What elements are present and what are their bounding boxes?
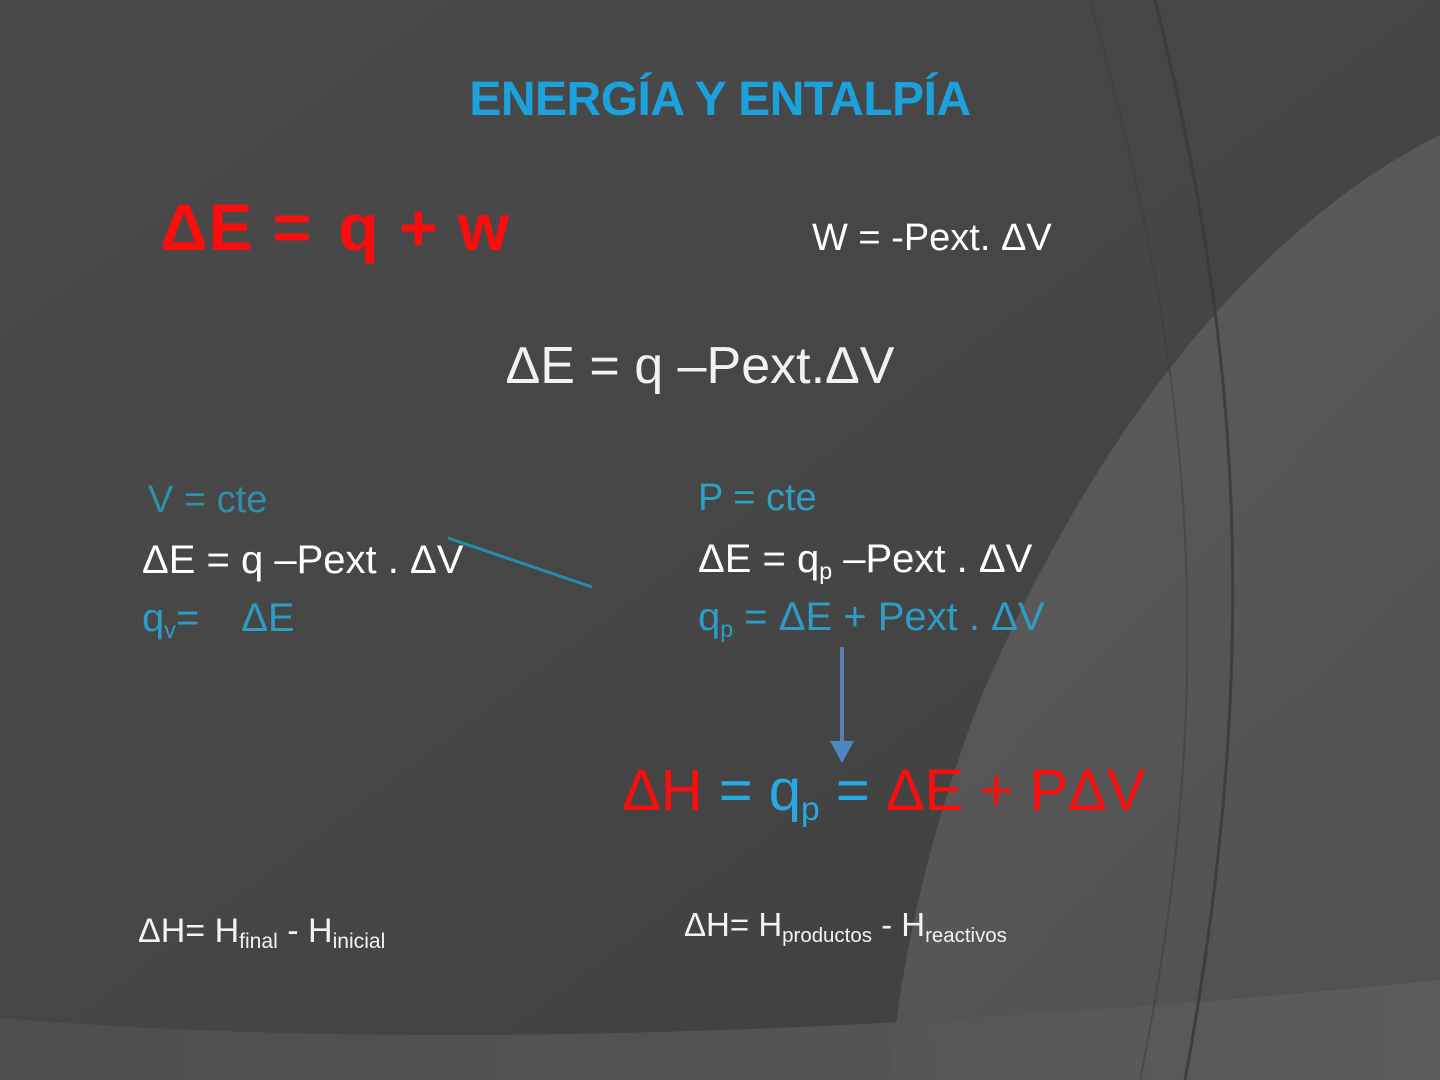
strikethrough-stroke	[447, 536, 593, 589]
footnote-left-prefix: ΔH= H	[138, 912, 240, 950]
equation-enthalpy-q-subscript: p	[801, 791, 820, 829]
left-column-result-equals: =	[175, 596, 200, 640]
page-title: ENERGÍA Y ENTALPÍA	[469, 73, 971, 126]
right-column-result-symbol: q	[698, 595, 721, 639]
right-column-result-subscript: p	[720, 615, 734, 642]
left-column-equation: ΔE = q –Pext . ΔV	[142, 540, 463, 580]
down-arrow-icon	[830, 647, 854, 763]
equation-enthalpy-final: ΔH = qp = ΔE + PΔV	[622, 762, 1145, 827]
right-column-equation-head: ΔE = q	[698, 537, 820, 581]
footnote-right-subscript-1: productos	[782, 923, 872, 947]
right-column-equation-subscript: p	[819, 557, 833, 584]
equation-enthalpy-equals-1: =	[718, 758, 753, 823]
footnote-reaction-definition: ΔH= Hproductos - Hreactivos	[684, 906, 1007, 945]
left-column-result-symbol: q	[142, 596, 165, 640]
footnote-right-middle: - H	[871, 906, 926, 943]
down-arrow-head	[830, 741, 854, 763]
equation-work: W = -Pext. ΔV	[812, 217, 1052, 259]
background-band-bottom	[0, 980, 1440, 1080]
left-column-result: qv= ΔE	[142, 596, 295, 642]
equation-first-law-rhs: q + w	[338, 190, 511, 264]
footnote-right-subscript-2: reactivos	[925, 923, 1007, 947]
footnote-left-subscript-1: final	[239, 929, 278, 953]
footnote-left-middle: - H	[277, 912, 333, 950]
equation-enthalpy-q-symbol: q	[752, 758, 801, 823]
footnote-right-prefix: ΔH= H	[684, 906, 783, 943]
background-arc-outer	[1153, 0, 1235, 1080]
equation-enthalpy-rhs: ΔE + PΔV	[869, 758, 1146, 823]
strikethrough-line	[447, 536, 593, 589]
equation-enthalpy-lhs: ΔH	[622, 758, 719, 823]
equation-combined: ΔE = q –Pext.ΔV	[505, 337, 895, 395]
right-column-equation: ΔE = qp –Pext . ΔV	[698, 537, 1033, 583]
background-arc-inner	[1089, 0, 1189, 1080]
right-column-condition: P = cte	[698, 477, 817, 519]
left-column-result-value: ΔE	[241, 596, 295, 640]
footnote-left-subscript-2: inicial	[332, 929, 386, 953]
equation-enthalpy-equals-2: =	[819, 758, 870, 823]
left-column-condition: V = cte	[148, 479, 268, 521]
right-column-equation-tail: –Pext . ΔV	[832, 537, 1033, 581]
footnote-state-definition: ΔH= Hfinal - Hinicial	[138, 912, 385, 952]
equation-first-law-lhs: ΔE =	[160, 190, 313, 264]
left-column-equation-prefix: ΔE = q –Pext .	[142, 538, 410, 582]
left-column-result-subscript: v	[164, 616, 176, 643]
equation-first-law: ΔE =q + w	[160, 194, 510, 260]
right-column-result: qp = ΔE + Pext . ΔV	[698, 595, 1045, 641]
right-column-result-tail: = ΔE + Pext . ΔV	[733, 595, 1045, 639]
left-column-equation-struck: ΔV	[409, 538, 464, 582]
